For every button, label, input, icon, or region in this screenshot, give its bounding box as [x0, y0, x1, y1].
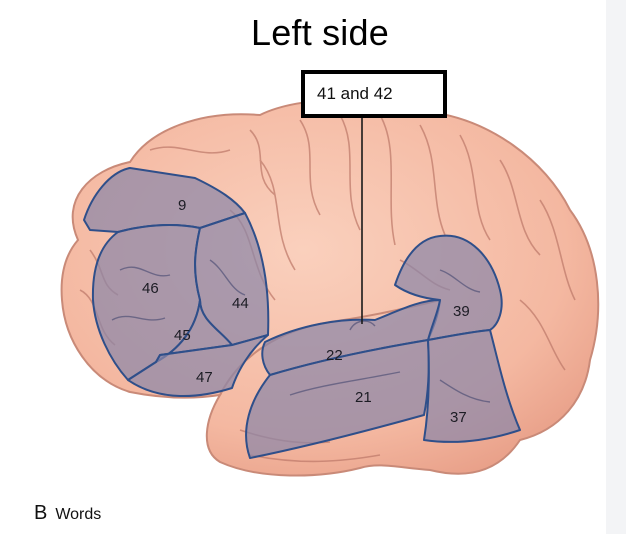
- figure-caption: B Words: [34, 502, 101, 525]
- callout-label: 41 and 42: [317, 84, 393, 103]
- area-label-22: 22: [326, 347, 343, 364]
- area-label-9: 9: [178, 197, 186, 214]
- brodmann-areas: [83, 167, 521, 459]
- area-37-region: [423, 329, 521, 443]
- area-label-46: 46: [142, 280, 159, 297]
- caption-text: Words: [55, 506, 102, 523]
- area-47-region: [127, 334, 269, 398]
- area-label-37: 37: [450, 409, 467, 426]
- figure-title: Left side: [251, 12, 389, 53]
- caption-panel-letter: B: [34, 502, 48, 524]
- area-21-region: [245, 339, 430, 459]
- area-label-44: 44: [232, 295, 249, 312]
- area-label-47: 47: [196, 369, 213, 386]
- area-label-39: 39: [453, 303, 470, 320]
- area-label-21: 21: [355, 389, 372, 406]
- area-inner-lines: [111, 259, 491, 403]
- callout-box: 41 and 42: [301, 70, 447, 118]
- page-edge-strip: [606, 0, 626, 534]
- area-label-45: 45: [174, 327, 191, 344]
- area-45-region: [155, 299, 233, 363]
- area-39-region: [394, 234, 503, 341]
